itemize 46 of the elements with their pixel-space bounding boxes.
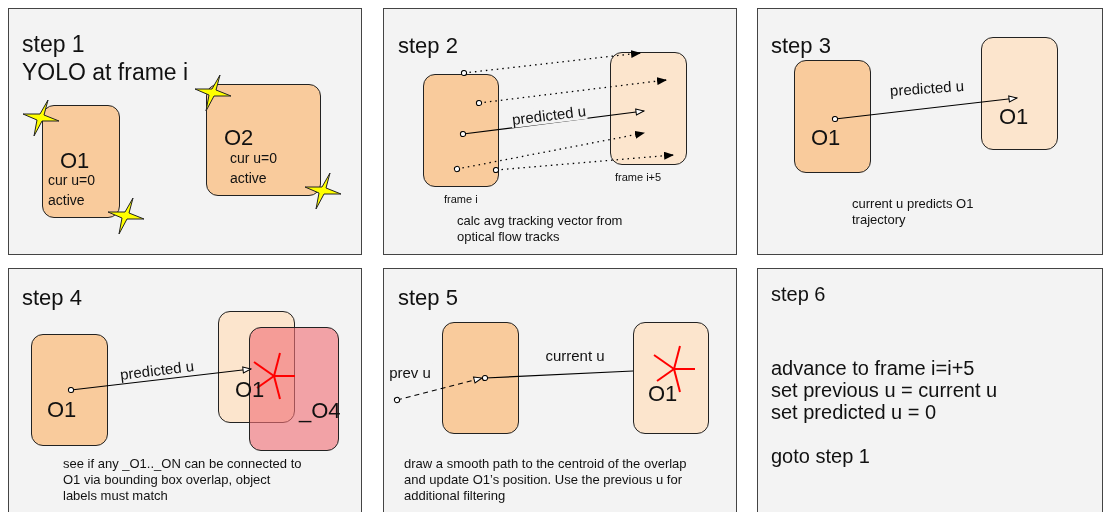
- step-description: draw a smooth path to the centroid of the overlap and update O1’s position. Use the previous u for additional filtering: [404, 456, 688, 504]
- step-panel: [383, 8, 737, 255]
- step-description: YOLO at frame i: [22, 59, 189, 85]
- object-box: [981, 37, 1058, 150]
- step-heading: step 4: [22, 285, 82, 310]
- step-description: set predicted u = 0: [771, 401, 937, 424]
- step-description: see if any _O1.._ON can be connected to O1 via bounding box overlap, object labels must match: [63, 456, 303, 504]
- step-panel: [757, 268, 1103, 512]
- tracking-arrow: [492, 151, 674, 174]
- vector-arrow: [67, 366, 252, 394]
- step-heading: step 1: [22, 31, 85, 57]
- object-label: O1: [811, 125, 841, 150]
- object-label: O2: [224, 125, 254, 150]
- object-box: [31, 334, 108, 446]
- frame-label: frame i+5: [615, 170, 662, 185]
- step-description: current u predicts O1 trajectory: [852, 196, 975, 228]
- step-heading: step 6: [771, 283, 826, 306]
- object-box: [42, 105, 120, 218]
- object-label: O1: [999, 104, 1029, 129]
- tracking-arrow: [475, 77, 667, 107]
- object-label: O1: [47, 397, 77, 422]
- object-label: O1: [60, 148, 90, 173]
- step-panel: [8, 8, 362, 255]
- step-description: goto step 1: [771, 445, 870, 468]
- step-panel: [757, 8, 1103, 255]
- object-status: cur u=0 active: [48, 171, 97, 210]
- step-description: calc avg tracking vector from optical flow tracks: [457, 213, 624, 245]
- step-panel: [8, 268, 362, 512]
- tracking-arrow: [393, 376, 483, 404]
- object-box: [206, 84, 321, 196]
- object-box: [794, 60, 871, 173]
- step-heading: step 2: [398, 33, 458, 58]
- step-heading: step 5: [398, 285, 458, 310]
- object-box: [218, 311, 295, 423]
- object-box: [633, 322, 709, 434]
- step-description: set previous u = current u: [771, 379, 998, 402]
- tracking-arrow: [453, 130, 645, 173]
- frame-label: frame i: [444, 192, 478, 207]
- object-label: O1: [648, 381, 678, 406]
- object-status: cur u=0 active: [230, 149, 279, 188]
- bounding-box: [442, 322, 519, 434]
- tracking-arrow: [460, 50, 641, 77]
- step-panel: [383, 268, 737, 512]
- step-description: advance to frame i=i+5: [771, 357, 975, 380]
- step-heading: step 3: [771, 33, 831, 58]
- vector-arrow: [831, 95, 1018, 123]
